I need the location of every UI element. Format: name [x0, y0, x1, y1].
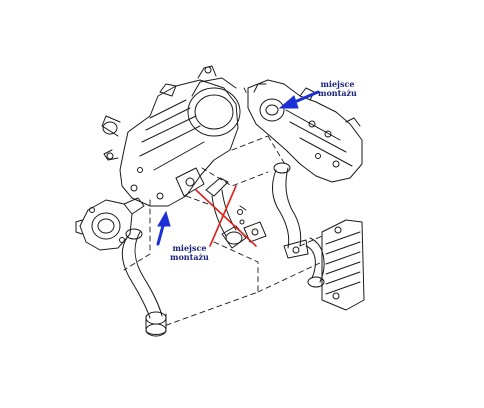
left-valve-body — [75, 197, 145, 251]
mounting-place-label-left: miejsce montażu — [170, 244, 209, 262]
mounting-place-label-left-line1: miejsce — [172, 243, 207, 253]
assembly-guide-lines — [123, 87, 323, 327]
right-oil-cooler — [321, 219, 365, 311]
mounting-place-label-right-line1: miejsce — [320, 79, 355, 89]
cross-out-mark — [195, 185, 257, 247]
left-housing-assembly — [101, 65, 241, 207]
removed-hose-part — [205, 177, 267, 249]
mounting-place-label-left-line2: montażu — [170, 252, 209, 262]
arrow-right-icon — [278, 90, 320, 109]
left-lower-hose — [121, 228, 167, 337]
mounting-place-label-right-line2: montażu — [318, 88, 357, 98]
right-manifold-assembly — [247, 79, 363, 183]
arrow-left-icon — [156, 210, 171, 246]
right-s-hose — [272, 162, 325, 288]
mounting-place-label-right: miejsce montażu — [318, 80, 357, 98]
